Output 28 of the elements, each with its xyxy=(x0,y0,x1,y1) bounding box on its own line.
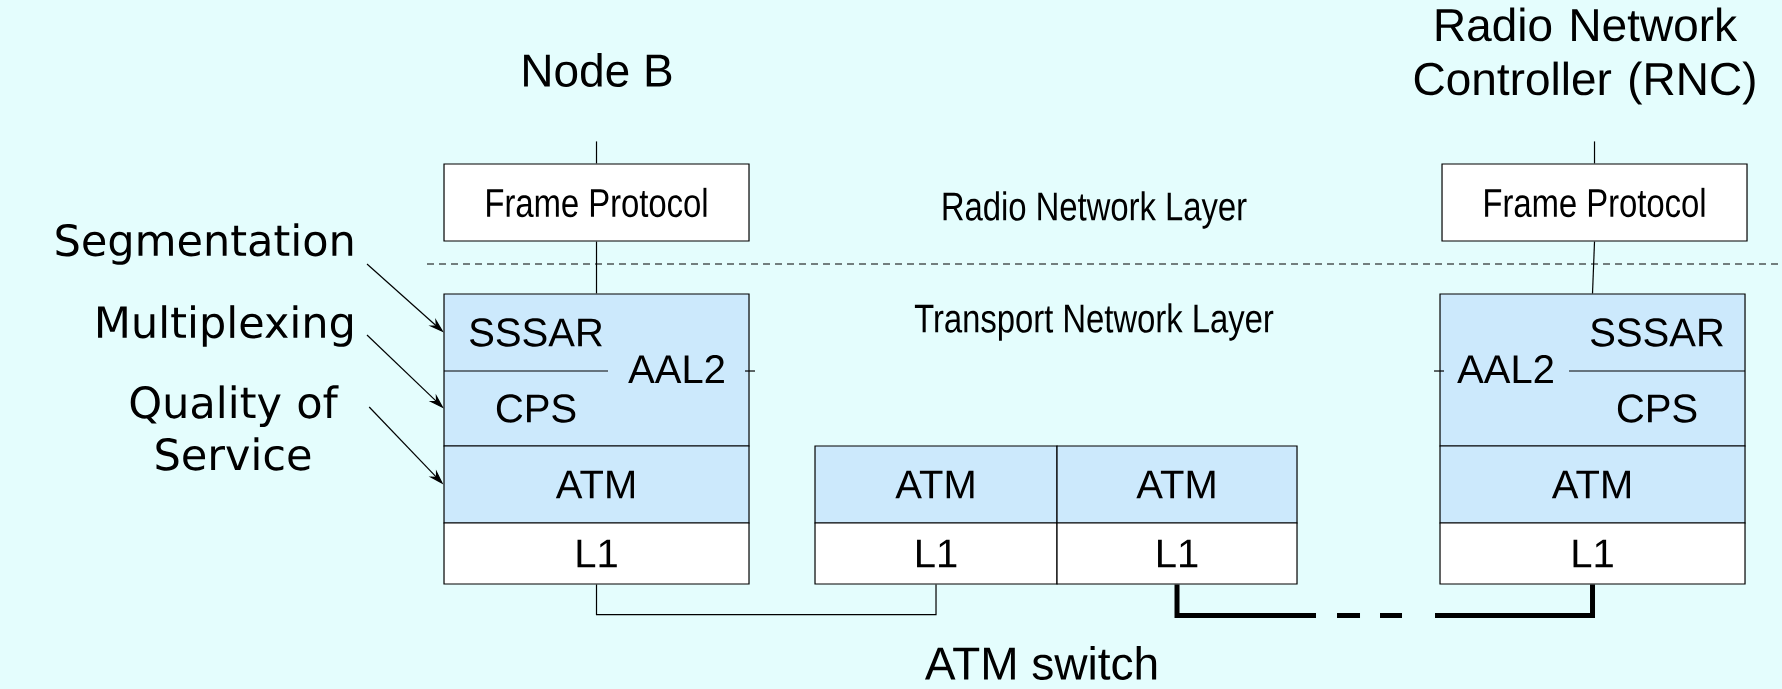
sublayer-label: SSSAR xyxy=(470,318,602,347)
connector-line xyxy=(1593,140,1596,164)
node-label: Node B xyxy=(524,53,672,87)
protocol-layer-box: ATM xyxy=(443,445,750,524)
link-line xyxy=(595,584,937,616)
function-label: Segmentation xyxy=(56,223,353,265)
function-label: Multiplexing xyxy=(98,305,352,347)
frame-protocol-box: Frame Protocol xyxy=(443,163,750,242)
connector-line xyxy=(595,241,598,294)
protocol-layer-box: ATM xyxy=(1056,445,1298,524)
frame-protocol-box: Frame Protocol xyxy=(1441,163,1748,242)
protocol-layer-box: ATM xyxy=(1439,445,1746,524)
layer-label: Transport Network Layer xyxy=(914,303,1274,341)
sublayer-label: CPS xyxy=(1617,394,1697,423)
function-label: Quality of Service xyxy=(130,385,339,471)
layer-label: Radio Network Layer xyxy=(943,191,1247,229)
link-line xyxy=(1174,584,1595,619)
protocol-layer-box: L1 xyxy=(443,522,750,585)
connector-line xyxy=(1591,241,1596,294)
sublayer-label: SSSAR xyxy=(1591,318,1723,347)
protocol-layer-box: L1 xyxy=(1439,522,1746,585)
protocol-layer-box: L1 xyxy=(814,522,1058,585)
sublayer-label: CPS xyxy=(496,394,576,423)
node-label: Radio Network Controller (RNC) xyxy=(1414,7,1755,105)
connector-line xyxy=(595,140,598,164)
protocol-layer-box: L1 xyxy=(1056,522,1298,585)
node-label: ATM switch xyxy=(924,646,1157,680)
protocol-layer-box: ATM xyxy=(814,445,1058,524)
